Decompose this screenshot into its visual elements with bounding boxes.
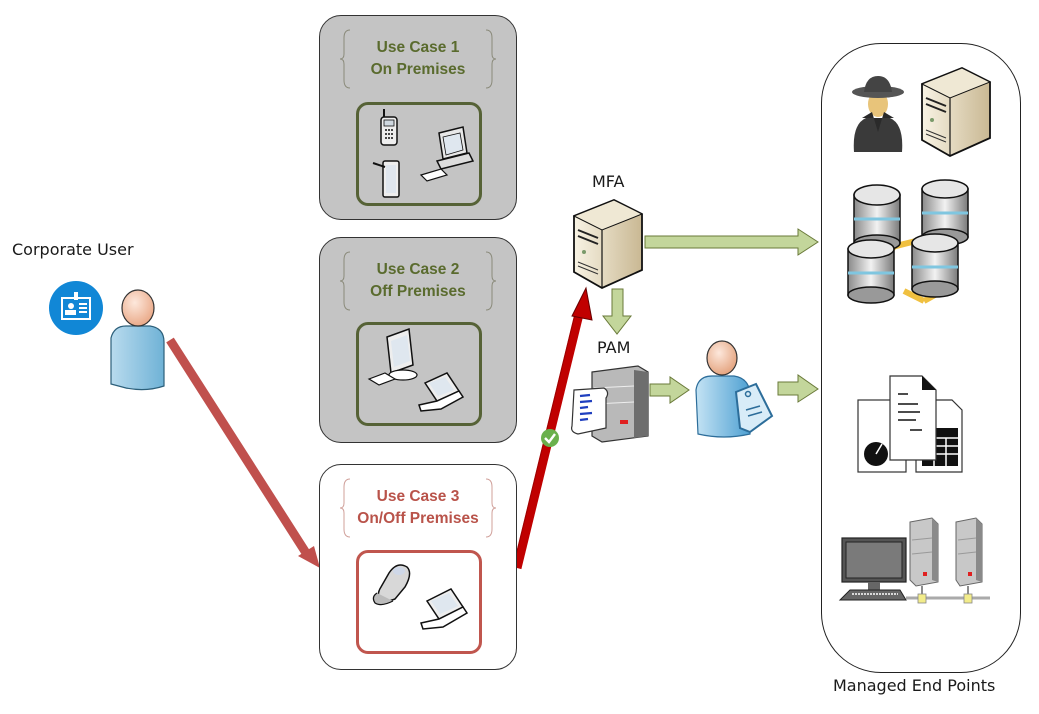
- brace-right-icon: [485, 251, 496, 311]
- use-case-3-device-icons: [372, 564, 469, 630]
- documents-icon: [857, 375, 963, 473]
- database-icon: [911, 233, 959, 298]
- user-tag-icon: [695, 340, 774, 438]
- user-icon: [110, 289, 165, 391]
- server-tower-icon: [909, 517, 939, 587]
- use-case-2-box[interactable]: Use Case 2 Off Premises: [319, 237, 517, 443]
- pam-label: PAM: [597, 338, 631, 357]
- checkmark-icon: [541, 429, 559, 447]
- laptop-icon: [420, 588, 469, 630]
- mfa-label: MFA: [592, 172, 625, 191]
- database-cluster-icon: [847, 179, 969, 304]
- laptop-icon: [418, 372, 465, 412]
- tower-server-icon: [920, 67, 992, 158]
- pam-to-identity-arrow: [649, 376, 690, 404]
- use-case-3-subtitle: On/Off Premises: [357, 510, 479, 527]
- server-tower-icon: [955, 517, 983, 587]
- mfa-server-icon: [572, 199, 644, 290]
- mobile-phone-icon: [380, 109, 398, 146]
- database-icon: [847, 239, 895, 304]
- brace-right-icon: [485, 29, 496, 89]
- workstation-icon: [838, 537, 907, 601]
- use-case-1-subtitle: On Premises: [370, 61, 466, 78]
- use-case-3-title: Use Case 3 On/Off Premises: [340, 477, 496, 539]
- network-bus-icon: [906, 586, 990, 604]
- brace-left-icon: [340, 478, 351, 538]
- mfa-to-endpoints-arrow: [644, 228, 819, 256]
- desktop-monitor-icon: [367, 327, 418, 386]
- use-case-3-box[interactable]: Use Case 3 On/Off Premises: [319, 464, 517, 670]
- spy-user-icon: [852, 76, 904, 152]
- corporate-user-label: Corporate User: [12, 240, 134, 259]
- tablet-icon: [372, 160, 400, 198]
- use-case-3-devices: [356, 550, 482, 654]
- managed-endpoints-label: Managed End Points: [833, 676, 996, 695]
- use-case-1-title: Use Case 1 On Premises: [340, 28, 496, 90]
- text-document-icon: [889, 375, 937, 461]
- use-case-2-subtitle: Off Premises: [370, 283, 466, 300]
- brace-left-icon: [340, 251, 351, 311]
- managed-endpoints-container[interactable]: [821, 43, 1021, 673]
- user-to-usecase3-arrow: [166, 337, 320, 568]
- use-case-2-name: Use Case 2: [376, 261, 460, 278]
- flip-phone-icon: [372, 564, 411, 606]
- use-case-3-name: Use Case 3: [376, 488, 460, 505]
- identity-to-endpoints-arrow: [777, 374, 819, 403]
- brace-left-icon: [340, 29, 351, 89]
- use-case-2-devices: [356, 322, 482, 426]
- use-case-1-box[interactable]: Use Case 1 On Premises: [319, 15, 517, 220]
- id-badge-icon: [49, 281, 103, 335]
- network-workstation-icon: [838, 517, 990, 604]
- use-case-1-name: Use Case 1: [376, 39, 460, 56]
- use-case-2-title: Use Case 2 Off Premises: [340, 250, 496, 312]
- brace-right-icon: [485, 478, 496, 538]
- tag-icon: [734, 382, 774, 434]
- use-case-1-devices: [356, 102, 482, 206]
- desktop-computer-icon: [419, 126, 475, 182]
- script-scroll-icon: [571, 387, 609, 435]
- use-case-1-device-icons: [372, 109, 475, 198]
- mfa-to-pam-arrow: [601, 288, 633, 335]
- use-case-2-device-icons: [367, 327, 465, 412]
- pam-server-icon: [571, 365, 649, 443]
